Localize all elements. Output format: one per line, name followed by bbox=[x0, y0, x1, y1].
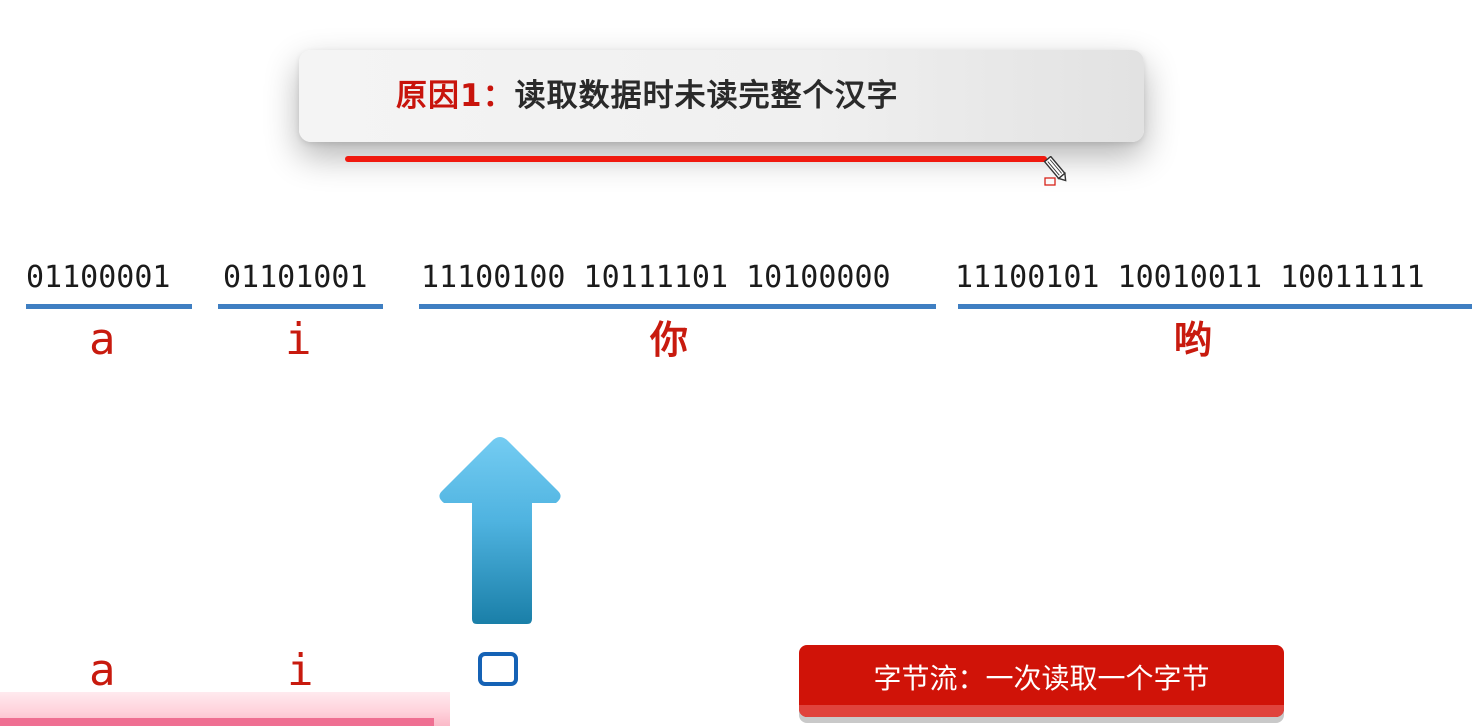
output-char-a: a bbox=[89, 645, 116, 696]
byte-underline-yo bbox=[958, 304, 1472, 309]
byte-group-i: 01101001 bbox=[223, 260, 368, 295]
slide-title: 原因1：读取数据时未读完整个汉字 bbox=[396, 76, 899, 116]
banner-bottom-band bbox=[799, 705, 1284, 717]
byte-underline-i bbox=[218, 304, 383, 309]
banner-text: 字节流：一次读取一个字节 bbox=[873, 662, 1210, 695]
char-label-a: a bbox=[89, 314, 116, 365]
up-arrow-icon bbox=[439, 437, 561, 624]
char-label-ni: 你 bbox=[650, 317, 689, 362]
broken-character-box bbox=[478, 652, 518, 686]
char-label-yo: 哟 bbox=[1174, 317, 1213, 362]
marker-highlight-edge bbox=[0, 718, 434, 726]
byte-underline-ni bbox=[419, 304, 936, 309]
byte-group-ni: 11100100 10111101 10100000 bbox=[421, 260, 891, 295]
char-label-i: i bbox=[285, 314, 312, 365]
byte-group-a: 01100001 bbox=[26, 260, 171, 295]
title-prefix: 原因1： bbox=[396, 78, 515, 114]
title-body: 读取数据时未读完整个汉字 bbox=[514, 78, 899, 114]
pen-annotation-line bbox=[345, 156, 1047, 162]
byte-stream-banner: 字节流：一次读取一个字节 bbox=[799, 645, 1284, 717]
pen-cursor-icon bbox=[1043, 156, 1067, 186]
byte-underline-a bbox=[26, 304, 192, 309]
byte-group-yo: 11100101 10010011 10011111 bbox=[955, 260, 1425, 295]
output-char-i: i bbox=[287, 645, 314, 696]
title-card: 原因1：读取数据时未读完整个汉字 bbox=[299, 50, 1144, 142]
